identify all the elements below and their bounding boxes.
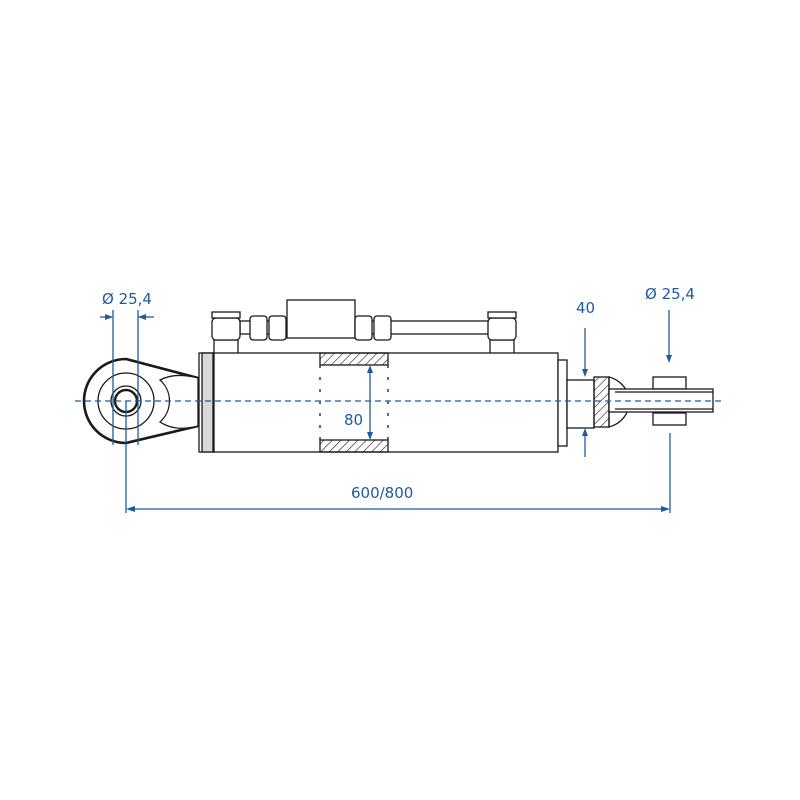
- rod-diameter-label: 40: [576, 299, 596, 317]
- ball-joint: [593, 376, 714, 428]
- right-pin-diameter-label: Ø 25,4: [645, 285, 695, 303]
- left-pin-diameter-label: Ø 25,4: [102, 290, 152, 308]
- length-label: 600/800: [351, 484, 414, 502]
- valve-block: [286, 299, 356, 339]
- hydraulic-pipe: [211, 299, 517, 355]
- bore-diameter-label: 80: [344, 411, 364, 429]
- cylinder-barrel: [213, 352, 559, 453]
- end-cap: [557, 359, 568, 447]
- piston-rod: [566, 379, 595, 429]
- section-cut: [319, 352, 389, 453]
